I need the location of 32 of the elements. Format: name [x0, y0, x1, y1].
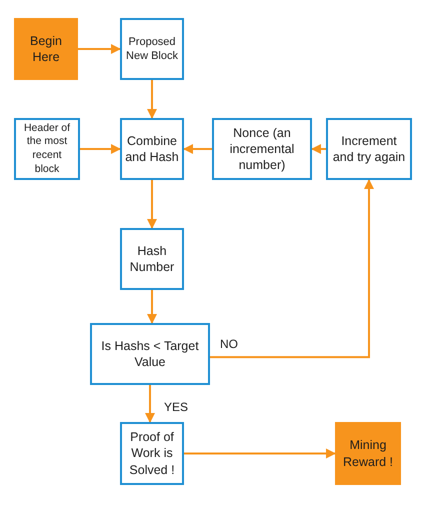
node-label: Header of the most recent block	[22, 122, 72, 176]
node-label: Proof of Work is Solved !	[128, 429, 176, 478]
process-box	[120, 422, 184, 485]
arrow	[311, 144, 326, 154]
process-box	[120, 118, 184, 180]
node-label: Increment and try again	[332, 132, 406, 166]
decision-box	[90, 323, 210, 385]
process-box	[14, 118, 80, 180]
process-box	[120, 228, 184, 290]
edge-label: NO	[218, 337, 240, 351]
arrow	[183, 144, 212, 154]
arrow	[145, 385, 155, 423]
edge-label: YES	[162, 400, 190, 414]
terminal-box	[335, 422, 401, 485]
arrow	[78, 44, 121, 54]
node-label: Is Hashs < Target Value	[100, 338, 200, 370]
arrow	[147, 290, 157, 324]
node-label: Proposed New Block	[125, 34, 179, 64]
arrow	[210, 179, 374, 358]
arrow	[184, 448, 336, 458]
terminal-box	[14, 18, 78, 80]
process-box	[212, 118, 312, 180]
node-label: Mining Reward !	[342, 437, 394, 470]
node-label: Hash Number	[128, 242, 176, 276]
process-box	[326, 118, 412, 180]
process-box	[120, 18, 184, 80]
arrow	[147, 180, 157, 229]
node-label: Begin Here	[29, 32, 63, 66]
node-label: Nonce (an incremental number)	[228, 124, 296, 174]
node-label: Combine and Hash	[125, 132, 179, 166]
arrow	[147, 80, 157, 119]
arrow	[80, 144, 121, 154]
